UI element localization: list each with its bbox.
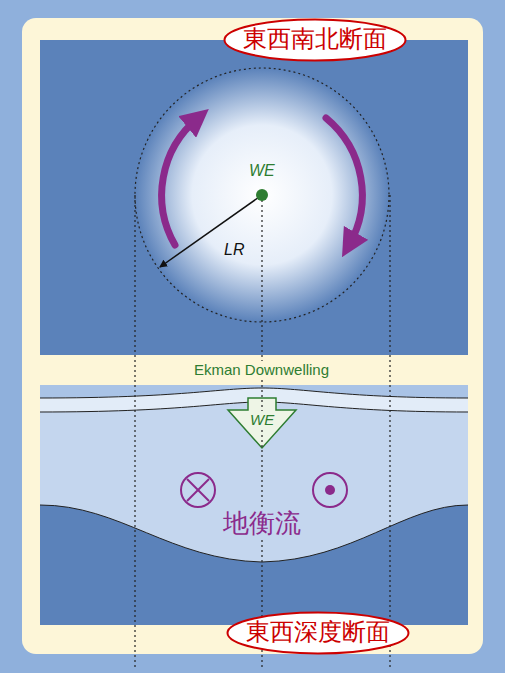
dashed-circle xyxy=(135,68,389,322)
flow-arrow xyxy=(162,118,198,245)
center-dot xyxy=(256,189,268,201)
section-tag: 東西深度断面 xyxy=(226,611,410,655)
glow xyxy=(40,40,468,355)
into-page-symbol xyxy=(187,479,209,501)
upper-layer xyxy=(40,385,468,562)
guide-line xyxy=(134,195,135,668)
section-title: 東西南北断面 xyxy=(243,26,387,54)
into-page-symbol xyxy=(187,479,209,501)
out-of-page-symbol xyxy=(313,473,347,507)
plan-view xyxy=(40,40,468,355)
process-label: Ekman Downwelling xyxy=(191,361,332,378)
radius-symbol: LR xyxy=(224,241,244,259)
section-title: 東西深度断面 xyxy=(246,619,390,647)
surface-line xyxy=(40,388,468,398)
section-view xyxy=(40,385,468,625)
thermocline xyxy=(40,505,468,562)
section-tag: 東西南北断面 xyxy=(223,18,407,62)
out-of-page-symbol xyxy=(325,485,335,495)
flow-label: 地衡流 xyxy=(220,509,304,539)
guide-line xyxy=(389,195,390,668)
flow-arrow xyxy=(326,118,362,245)
radius-arrow xyxy=(160,195,262,267)
velocity-symbol: WE xyxy=(248,411,276,428)
guide-line xyxy=(261,195,262,668)
velocity-symbol: WE xyxy=(249,162,275,180)
panel xyxy=(22,18,483,654)
into-page-symbol xyxy=(181,473,215,507)
ellipse-shape xyxy=(228,613,409,654)
ellipse-shape xyxy=(225,20,406,61)
